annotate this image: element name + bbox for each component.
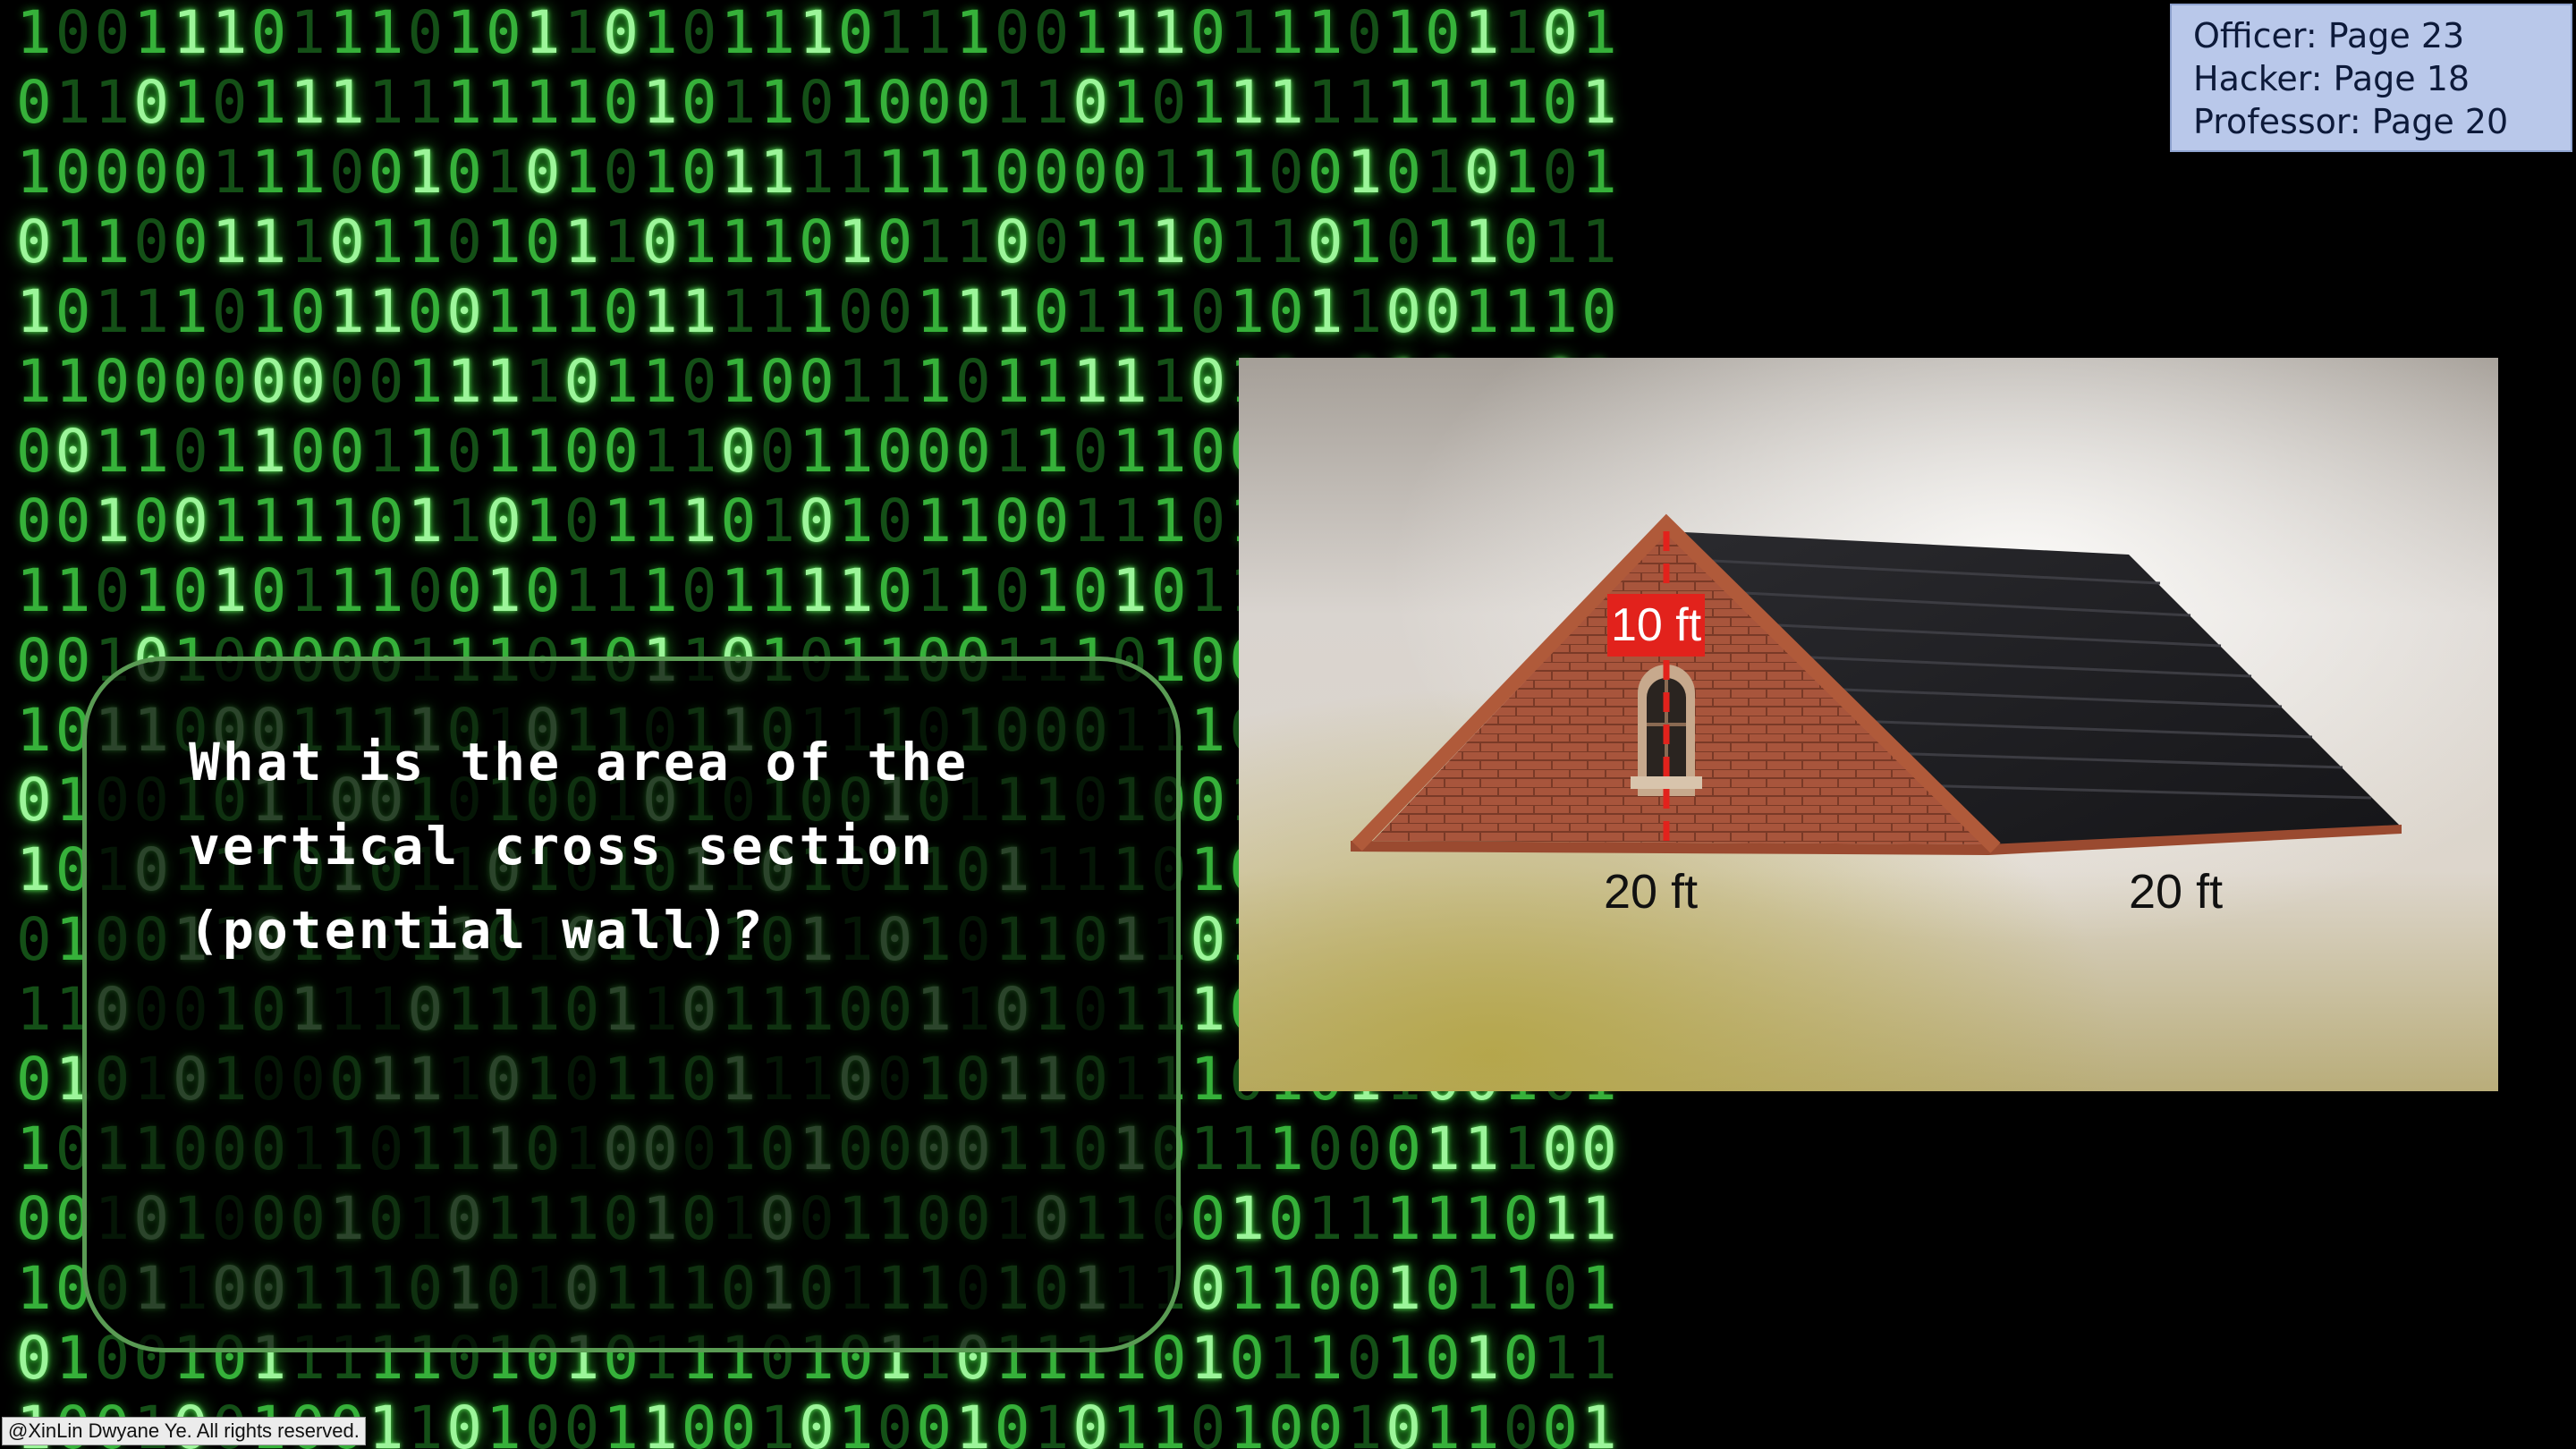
height-label: 10 ft	[1607, 594, 1706, 657]
binary-row: 0100101111101010111010110111101011010101…	[16, 1324, 1621, 1393]
question-panel: What is the area of the vertical cross s…	[82, 657, 1181, 1352]
roof-shingle-lines	[1694, 558, 2372, 800]
binary-row: 0110011101101011011101011001110110101101…	[16, 208, 1621, 276]
page-reference-box: Officer: Page 23 Hacker: Page 18 Profess…	[2170, 4, 2572, 152]
binary-row: 1001110111010110101110111001110111010110…	[16, 0, 1621, 67]
page-ref-professor: Professor: Page 20	[2193, 102, 2509, 141]
question-line-2: vertical cross section	[189, 816, 936, 877]
base-label-side: 20 ft	[2129, 865, 2224, 919]
base-label-front: 20 ft	[1604, 865, 1699, 919]
question-text: What is the area of the vertical cross s…	[189, 720, 1119, 972]
gable-trim	[1352, 513, 2001, 853]
page-ref-officer: Officer: Page 23	[2193, 16, 2465, 55]
page-ref-hacker: Hacker: Page 18	[2193, 59, 2470, 98]
roof-eave	[1351, 825, 2402, 855]
roof-illustration	[1239, 358, 2498, 1091]
copyright-notice: @XinLin Dwyane Ye. All rights reserved.	[2, 1417, 366, 1445]
question-line-1: What is the area of the	[189, 732, 970, 792]
binary-row: 1000011100101010101111111000011100101010…	[16, 138, 1621, 207]
roof-side	[1666, 531, 2402, 852]
binary-row: 1001001001101001100101001010110100101100…	[16, 1394, 1621, 1449]
binary-row: 1011101011001110111110011101110101100111…	[16, 277, 1621, 346]
binary-row: 0110101111111110101101000110101111111110…	[16, 68, 1621, 137]
question-line-3: (potential wall)?	[189, 900, 766, 961]
roof-diagram-image: 10 ft 20 ft 20 ft	[1239, 358, 2498, 1091]
